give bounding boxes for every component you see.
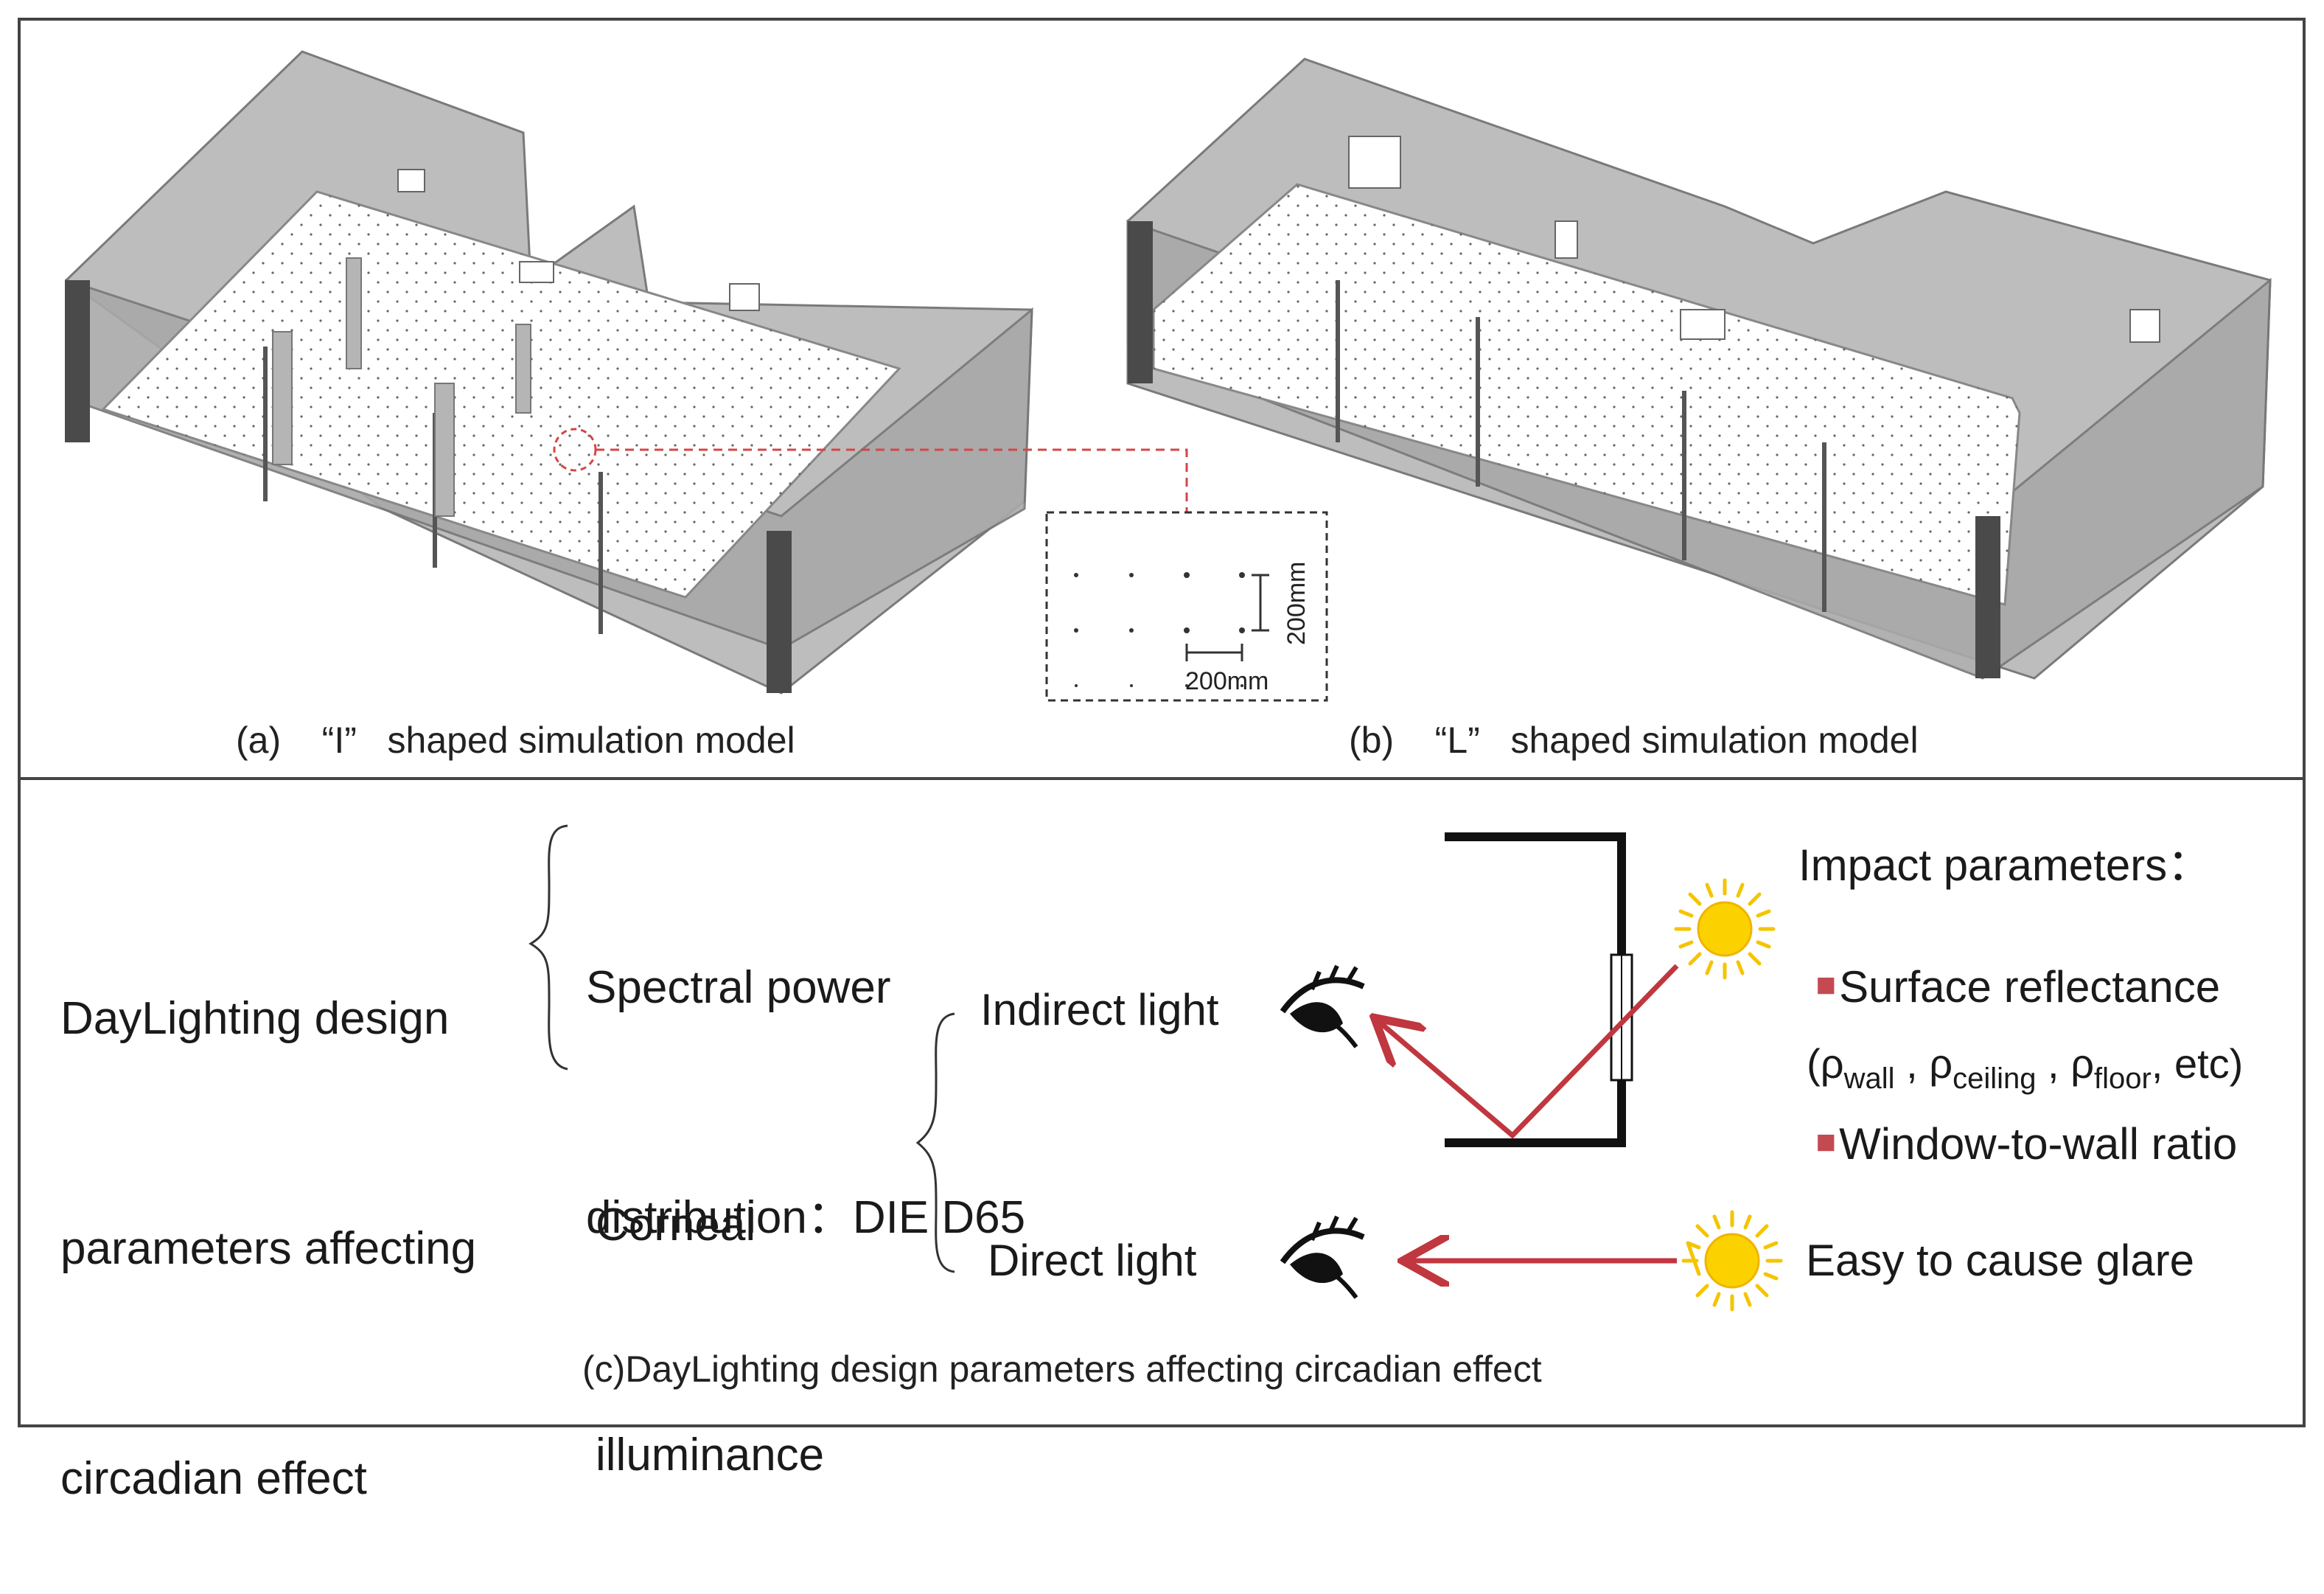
heading-text: DayLighting design parameters affecting … (60, 827, 476, 1594)
caption-b: (b) “L” shaped simulation model (1349, 720, 1919, 761)
sun-icon (1681, 1210, 1783, 1312)
glare-label: Easy to cause glare (1806, 1236, 2194, 1285)
inset-vertical-dimension: 200mm (1283, 561, 1311, 645)
caption-c: (c)DayLighting design parameters affecti… (582, 1348, 1542, 1390)
corneal-line: illuminance (596, 1430, 825, 1480)
bullet-icon: ■ (1815, 965, 1837, 1003)
reflectance-open: ( (1807, 1040, 1821, 1087)
corneal-text: Corneal illuminance (596, 1034, 824, 1570)
l-shaped-model (1126, 58, 2272, 680)
direct-light-label: Direct light (988, 1236, 1197, 1285)
surface-reflectance-label: Surface reflectance (1839, 962, 2221, 1012)
corneal-line: Corneal (596, 1200, 756, 1250)
separator: , (2036, 1040, 2071, 1087)
separator: , (1894, 1040, 1930, 1087)
heading-line: circadian effect (60, 1453, 367, 1504)
indirect-light-arrow (1378, 964, 1679, 1139)
eye-icon (1280, 964, 1365, 1048)
reflectance-symbols: (ρwall , ρceiling , ρfloor, etc) (1784, 992, 2243, 1096)
rho-symbol: ρ (1929, 1040, 1953, 1087)
figure-canvas (18, 18, 2306, 1427)
window-ratio-label: Window-to-wall ratio (1839, 1119, 2238, 1169)
brace-corneal (915, 1012, 955, 1273)
rho-symbol: ρ (1820, 1040, 1844, 1087)
spd-line: Spectral power (586, 962, 891, 1013)
rho-floor-subscript: floor (2094, 1062, 2152, 1095)
sun-icon (1674, 878, 1776, 980)
room-section (1445, 832, 1633, 1147)
brace-main (528, 824, 568, 1071)
i-shaped-model (64, 50, 1188, 695)
indirect-light-label: Indirect light (980, 985, 1219, 1034)
spd-text: Spectral power distribution：DIE D65 (586, 796, 1025, 1333)
window-ratio-item: ■Window-to-wall ratio (1791, 1068, 2237, 1169)
sensor-grid-inset (1045, 511, 1328, 702)
rho-wall-subscript: wall (1843, 1062, 1895, 1095)
caption-a: (a) “I” shaped simulation model (236, 720, 795, 761)
bullet-icon: ■ (1815, 1122, 1837, 1160)
impact-parameters-title: Impact parameters： (1798, 840, 2212, 890)
eye-icon (1280, 1215, 1365, 1299)
rho-symbol: ρ (2070, 1040, 2095, 1087)
inset-horizontal-dimension: 200mm (1185, 667, 1269, 695)
heading-line: DayLighting design (60, 993, 450, 1044)
spd-line: distribution：DIE D65 (586, 1192, 1026, 1243)
surface-reflectance-item: ■Surface reflectance (1791, 911, 2220, 1012)
rho-ceiling-subscript: ceiling (1953, 1062, 2037, 1095)
heading-line: parameters affecting (60, 1223, 477, 1274)
bottom-panel-frame (18, 777, 2306, 1427)
reflectance-etc: , etc) (2151, 1040, 2244, 1087)
